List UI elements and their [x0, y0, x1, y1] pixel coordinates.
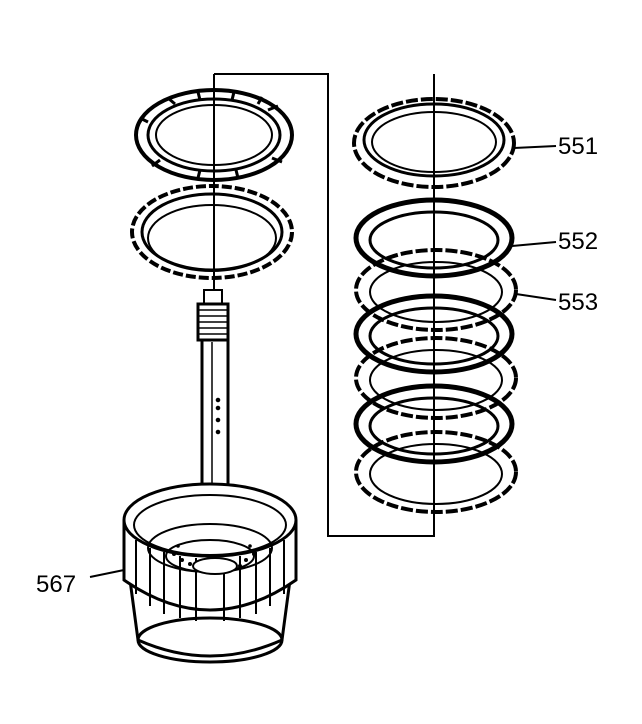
clutch-housing — [122, 482, 298, 664]
part-551-plate — [352, 97, 516, 189]
part-552-plate — [353, 197, 515, 279]
callout-553: 553 — [558, 289, 598, 316]
callout-567: 567 — [36, 571, 76, 598]
stack-plate-steel-3 — [354, 430, 518, 514]
callout-551: 551 — [558, 133, 598, 160]
assembly-bracket — [214, 73, 435, 537]
part-553-plate — [354, 248, 518, 332]
stack-plate-friction-3 — [353, 383, 515, 465]
leader-lines — [89, 145, 557, 578]
callout-552: 552 — [558, 228, 598, 255]
left-lower-plate — [130, 184, 294, 280]
stack-plate-steel-2 — [354, 336, 518, 420]
stack-plate-friction-2 — [353, 293, 515, 375]
